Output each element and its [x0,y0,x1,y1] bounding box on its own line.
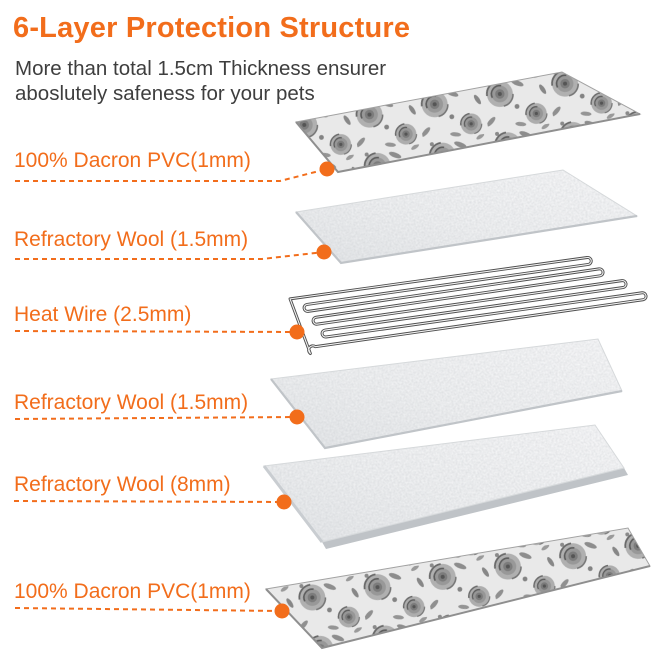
sheet-wool-lower [270,338,623,450]
heat-wire [288,256,648,355]
connector-dot-2 [316,244,332,260]
sheet-wool-thick [262,424,628,549]
connector-dashed-3 [14,330,297,333]
layer-label-heat-wire: Heat Wire (2.5mm) [14,303,192,326]
layer-label-wool-lower: Refractory Wool (1.5mm) [14,391,249,414]
connectors [13,161,335,619]
page-title: 6-Layer Protection Structure [13,12,411,44]
connector-dot-1 [319,161,335,177]
layer-label-dacron-bottom: 100% Dacron PVC(1mm) [14,580,251,603]
sheet-dacron-bottom [264,527,651,650]
connector-dashed-6 [14,607,282,612]
connector-dot-6 [274,603,290,619]
connector-dashed-2 [15,251,325,260]
sheet-dacron-top [295,71,642,174]
page-subtitle: More than total 1.5cm Thickness ensurer … [15,56,386,106]
layer-label-wool-thick: Refractory Wool (8mm) [14,473,231,496]
connector-dot-3 [289,324,305,340]
subtitle-line-2: aboslutely safeness for your pets [15,82,315,105]
connector-dashed-5 [13,500,284,503]
connector-dot-5 [276,494,292,510]
connector-dashed-4 [14,416,297,420]
layer-label-dacron-top: 100% Dacron PVC(1mm) [14,149,251,172]
connector-dashed-1 [15,168,328,182]
sheet-wool-upper [295,169,639,265]
layer-label-wool-upper: Refractory Wool (1.5mm) [14,228,249,251]
connector-dot-4 [289,409,305,425]
subtitle-line-1: More than total 1.5cm Thickness ensurer [15,57,387,80]
